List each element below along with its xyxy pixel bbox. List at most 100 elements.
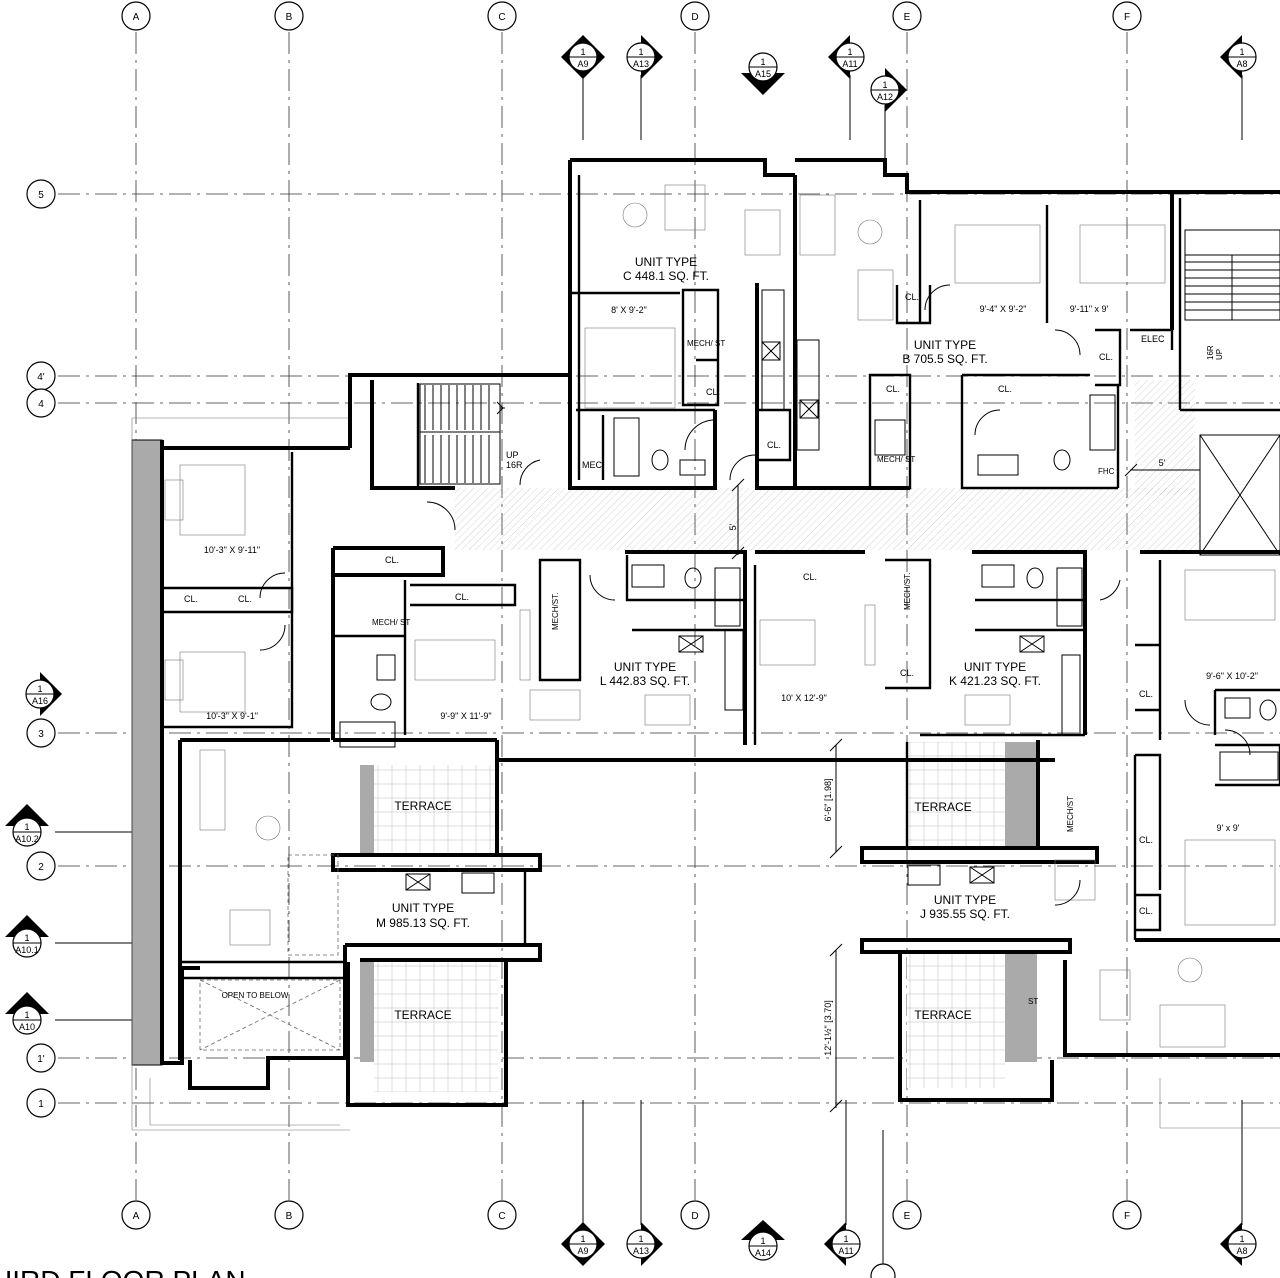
grid-bubble: B	[274, 1, 304, 31]
door-swings	[259, 284, 1251, 906]
svg-text:8' X 9'-2": 8' X 9'-2"	[611, 305, 647, 315]
unit-type-label: UNIT TYPE	[392, 901, 454, 915]
section-marker: 1 A8	[1220, 1100, 1257, 1266]
svg-text:1: 1	[1239, 1234, 1244, 1244]
closet-label: CL.	[1099, 352, 1113, 362]
grid-bubble: F	[1112, 1200, 1142, 1230]
svg-text:1: 1	[760, 57, 765, 67]
closet-label: CL.	[1139, 689, 1153, 699]
svg-text:MECH/ ST: MECH/ ST	[372, 618, 410, 627]
section-marker: 1 A13	[626, 35, 663, 140]
section-marker: 1 A8	[1220, 35, 1257, 140]
svg-text:16R: 16R	[506, 460, 523, 470]
terrace-floor	[374, 962, 498, 1092]
svg-text:16R: 16R	[1206, 345, 1215, 360]
unit-area-label: M 985.13 SQ. FT.	[376, 916, 470, 930]
closet-label: CL.	[998, 384, 1012, 394]
grid-bubble: E	[892, 1, 922, 31]
closet-label: CL.	[1139, 906, 1153, 916]
svg-text:5': 5'	[1159, 458, 1166, 468]
svg-text:A9: A9	[577, 1246, 588, 1256]
svg-text:9'-6" X 10'-2": 9'-6" X 10'-2"	[1206, 671, 1258, 681]
section-marker: 1 A13	[626, 1100, 663, 1266]
unit-type-label: UNIT TYPE	[635, 255, 697, 269]
terrace-label: TERRACE	[394, 1008, 451, 1022]
svg-text:1: 1	[37, 684, 42, 694]
mech-labels: MECH/ ST MECH/ ST MECH/ ST MECH/ST. MECH…	[372, 334, 1165, 1006]
svg-text:F: F	[1124, 1211, 1130, 1222]
svg-text:1: 1	[760, 1236, 765, 1246]
svg-text:9'-11" x 9': 9'-11" x 9'	[1070, 304, 1109, 314]
grid-bubble: B	[274, 1200, 304, 1230]
exterior-wall-left	[131, 439, 163, 1066]
svg-text:E: E	[904, 1211, 911, 1222]
terrace-wall	[1005, 952, 1037, 1062]
grid-bubble: A	[121, 1, 151, 31]
section-marker: 1 A14	[741, 1220, 785, 1261]
svg-text:1: 1	[24, 1010, 29, 1020]
grid-lines	[58, 32, 1280, 1200]
svg-text:MECH/ST.: MECH/ST.	[551, 593, 560, 630]
svg-text:A15: A15	[755, 69, 771, 79]
elevator-shaft	[1199, 434, 1280, 556]
grid-bubble: 5	[26, 179, 56, 209]
svg-text:UP: UP	[1215, 349, 1224, 360]
svg-text:MECH/ST: MECH/ST	[1066, 796, 1075, 832]
terrace-floor	[907, 742, 1005, 846]
section-marker: 1 A11	[824, 1100, 861, 1266]
svg-text:A10.2: A10.2	[15, 834, 39, 844]
unit-area-label: B 705.5 SQ. FT.	[902, 352, 987, 366]
svg-text:A13: A13	[633, 59, 649, 69]
terrace-labels: TERRACE TERRACE TERRACE TERRACE	[394, 799, 971, 1022]
grid-bubbles-top: A B C D E F	[121, 1, 1142, 31]
unit-area-label: J 935.55 SQ. FT.	[920, 907, 1010, 921]
section-marker: 1 A10	[5, 992, 132, 1035]
section-markers-top: 1 A9 1 A13 1 A15 1 A11 1 A12	[561, 35, 1257, 160]
svg-text:1: 1	[638, 1234, 643, 1244]
unit-type-label: UNIT TYPE	[934, 893, 996, 907]
unit-labels: UNIT TYPE C 448.1 SQ. FT. UNIT TYPE B 70…	[376, 255, 1041, 930]
fixtures	[339, 289, 1279, 894]
svg-text:1': 1'	[37, 1054, 45, 1065]
closet-label: CL.	[184, 594, 198, 604]
svg-text:4': 4'	[37, 372, 45, 383]
grid-bubble: 4'	[26, 361, 56, 391]
section-marker: 1 A9	[561, 35, 605, 140]
svg-text:10' X 12'-9": 10' X 12'-9"	[781, 693, 827, 703]
corridor	[455, 488, 1200, 550]
unit-type-label: UNIT TYPE	[964, 660, 1026, 674]
svg-text:3: 3	[38, 729, 44, 740]
terrace-floor	[907, 952, 1005, 1088]
svg-text:9'-9" X 11'-9": 9'-9" X 11'-9"	[440, 711, 491, 721]
grid-bubble: 2	[26, 851, 56, 881]
svg-text:MECH/ST.: MECH/ST.	[903, 573, 912, 610]
stair-left: UP 16R	[419, 383, 523, 485]
svg-text:A8: A8	[1236, 59, 1247, 69]
grid-bubble: A	[121, 1200, 151, 1230]
section-marker: 1 A9	[561, 1100, 605, 1266]
dimension-strings: 5' 5' 6'-6" [1.98] 12'-1½" [3.70]	[728, 458, 1200, 1113]
grid-bubble: C	[487, 1200, 517, 1230]
grid-bubbles-left: 5 4' 4 3 2 1' 1	[26, 179, 56, 1118]
svg-text:D: D	[691, 1211, 698, 1222]
svg-text:10'-3" X 9'-1": 10'-3" X 9'-1"	[206, 711, 258, 721]
grid-bubbles-bottom: A B C D E F	[121, 1200, 1142, 1230]
closet-label: CL.	[238, 594, 252, 604]
grid-bubble: E	[892, 1200, 922, 1230]
svg-text:MECH/ ST: MECH/ ST	[687, 339, 725, 348]
terrace-wall	[360, 960, 374, 1062]
drawing-title: HIRD FLOOR PLAN	[0, 1265, 246, 1278]
svg-text:1: 1	[882, 80, 887, 90]
svg-text:12'-1½" [3.70]: 12'-1½" [3.70]	[823, 1000, 833, 1055]
svg-text:FHC: FHC	[1098, 467, 1115, 476]
section-markers-bottom: 1 A9 1 A13 1 A14 1 A11 1	[561, 1100, 1257, 1278]
svg-text:UP: UP	[506, 450, 519, 460]
grid-bubble: 1'	[26, 1043, 56, 1073]
section-marker: 1 A11	[828, 35, 865, 140]
svg-text:D: D	[691, 12, 698, 23]
svg-text:A11: A11	[842, 59, 857, 69]
grid-bubble: D	[680, 1200, 710, 1230]
svg-text:MECH/ ST: MECH/ ST	[877, 455, 915, 464]
section-marker: 1 A10.1	[5, 915, 132, 958]
terrace-label: TERRACE	[914, 1008, 971, 1022]
